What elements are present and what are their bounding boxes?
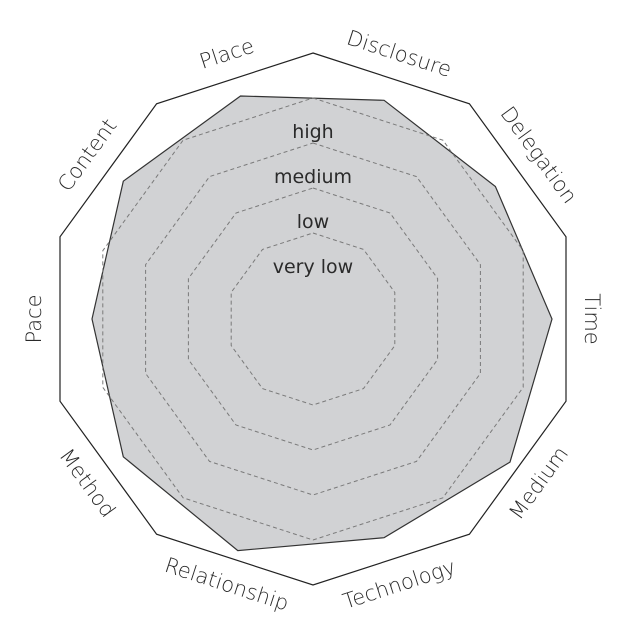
axis-label-disclosure: Disclosure bbox=[344, 26, 455, 82]
axis-label-pace: Pace bbox=[22, 294, 46, 343]
level-label: low bbox=[297, 211, 329, 233]
axis-label-medium: Medium bbox=[504, 442, 573, 524]
axis-label-delegation: Delegation bbox=[496, 102, 582, 208]
grid-level-1 bbox=[230, 232, 396, 406]
level-label: high bbox=[292, 121, 333, 143]
level-label: very low bbox=[273, 256, 353, 278]
axis-label-method: Method bbox=[54, 444, 120, 522]
axis-label-technology: Technology bbox=[340, 555, 459, 614]
axis-label-time: Time bbox=[580, 293, 604, 344]
axis-label-relationship: Relationship bbox=[162, 553, 292, 616]
grid-level-2 bbox=[187, 187, 439, 451]
axis-label-content: Content bbox=[53, 114, 122, 196]
series-area bbox=[91, 95, 553, 552]
outer-frame bbox=[59, 52, 567, 586]
grid-level-4 bbox=[102, 97, 524, 541]
level-label: medium bbox=[274, 166, 352, 188]
grid-level-3 bbox=[145, 142, 481, 496]
axis-label-place: Place bbox=[197, 34, 258, 74]
